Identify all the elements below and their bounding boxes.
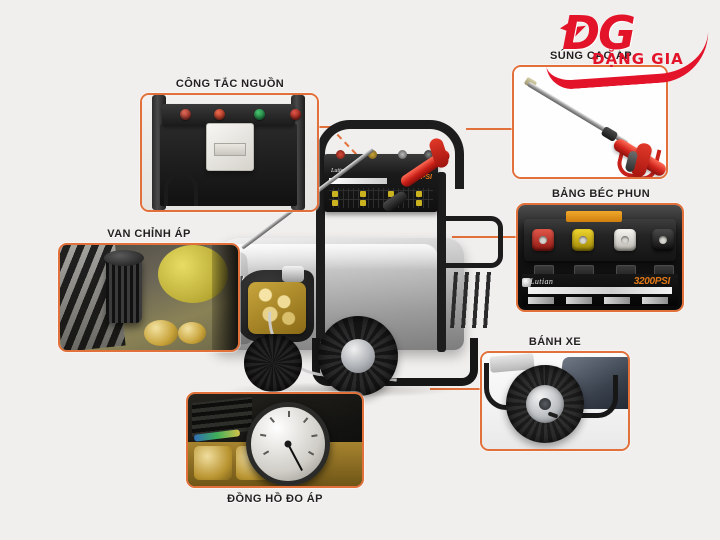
machine-frame-post-left [316, 172, 325, 342]
callout-nozzle-panel: BẢNG BÉC PHUN Lutian 3200PSI [516, 188, 686, 312]
callout-frame-power-switch [140, 93, 319, 212]
callout-frame-pressure-gauge [186, 392, 364, 488]
rv-brass-fitting-1 [144, 320, 178, 346]
callout-label-pressure-regulator: VAN CHỈNH ÁP [107, 228, 191, 240]
lutian-logo-icon [522, 278, 531, 287]
logo-subtitle-text: ĐẶNG GIA [592, 50, 684, 68]
pg-needle-hub [284, 440, 292, 448]
logo-main-text: DG [562, 6, 636, 60]
panel-spec-dot-5 [332, 200, 338, 206]
nozzle-white [614, 229, 636, 251]
panel-fitting-1 [336, 150, 345, 159]
panel-spec-dot-1 [332, 191, 338, 197]
pg-tick-3 [269, 417, 275, 423]
panel-fitting-4 [424, 150, 433, 159]
callout-label-nozzle-panel: BẢNG BÉC PHUN [551, 188, 651, 200]
nz-spec-chip-2 [566, 297, 592, 304]
panel-spec-dot-3 [388, 191, 394, 197]
callout-pressure-regulator: VAN CHỈNH ÁP [58, 228, 240, 352]
wh-frame-arm-right [569, 375, 618, 418]
machine-frame-lower [312, 338, 478, 386]
panel-spec-dot-8 [416, 200, 422, 206]
photo-nozzle-panel: Lutian 3200PSI [518, 205, 682, 310]
ps-indicator-1 [180, 109, 191, 120]
photo-wheel [482, 353, 628, 449]
panel-spec-dot-2 [360, 191, 366, 197]
wh-tire [506, 365, 584, 443]
machine-side-rail [442, 216, 503, 268]
pressure-washer-machine: Lutian 3200PSI [178, 120, 526, 420]
nz-spec-chip-3 [604, 297, 630, 304]
ps-indicator-2 [214, 109, 225, 120]
machine-brass-manifold [248, 282, 306, 334]
connector-line-spray-gun [466, 128, 518, 130]
nz-pressure-text: 3200PSI [633, 276, 671, 287]
callout-frame-pressure-regulator [58, 243, 240, 352]
callout-frame-spray-gun [512, 65, 668, 179]
callout-wheel: BÁNH XE [480, 336, 630, 451]
callout-power-switch: CÔNG TẮC NGUỒN [140, 78, 320, 212]
machine-frame-post-right [437, 172, 446, 352]
callout-label-spray-gun: SÚNG CAO ÁP [549, 50, 633, 62]
nz-brand-bar: Lutian 3200PSI [522, 274, 678, 306]
pg-tick-7 [308, 450, 315, 456]
machine-oil-cap [282, 266, 304, 282]
callout-label-power-switch: CÔNG TẮC NGUỒN [175, 78, 285, 90]
connector-line-nozzle-panel [452, 236, 516, 238]
nz-subtitle-bar-left [528, 287, 616, 294]
pg-needle [287, 443, 303, 471]
nozzle-black [652, 229, 674, 251]
brand-logo: DG ĐẶNG GIA [544, 4, 714, 91]
ps-indicator-3 [254, 109, 265, 120]
nozzle-yellow [572, 229, 594, 251]
ps-indicator-4 [290, 109, 301, 120]
nz-subtitle-bar-right [610, 287, 672, 294]
pg-gauge-dial [246, 402, 330, 486]
rv-adjust-knob [104, 250, 144, 323]
callout-frame-wheel [480, 351, 630, 451]
rv-brass-fitting-2 [178, 322, 206, 344]
photo-power-switch [142, 95, 317, 210]
nz-orange-tag [566, 211, 622, 222]
panel-fitting-2 [368, 150, 377, 159]
callout-frame-nozzle-panel: Lutian 3200PSI [516, 203, 684, 312]
machine-wheel-front [318, 316, 398, 396]
ps-cable [164, 172, 198, 206]
machine-side-vents [450, 272, 496, 328]
machine-wheel-rear [244, 334, 302, 392]
pg-tick-1 [263, 450, 270, 456]
photo-pressure-gauge [188, 394, 362, 486]
ps-switch-bar [162, 104, 301, 126]
machine-handle [316, 120, 464, 189]
callout-pressure-gauge: ĐỒNG HỒ ĐO ÁP [186, 392, 364, 505]
nozzle-red [532, 229, 554, 251]
ps-control-box [205, 123, 254, 171]
photo-pressure-regulator [60, 245, 238, 350]
callout-label-wheel: BÁNH XE [528, 336, 582, 348]
nz-spec-chip-1 [528, 297, 554, 304]
pg-tick-4 [288, 411, 290, 417]
panel-white-stripe [329, 178, 387, 184]
pg-tick-5 [302, 417, 308, 423]
nz-spec-chip-4 [642, 297, 668, 304]
callout-label-pressure-gauge: ĐỒNG HỒ ĐO ÁP [227, 493, 323, 505]
panel-spec-dot-4 [416, 191, 422, 197]
rv-dark-edge [212, 245, 238, 350]
panel-spec-grid [329, 188, 433, 208]
pg-brass-nut-left [194, 446, 232, 480]
callout-spray-gun: SÚNG CAO ÁP [512, 50, 670, 179]
panel-spec-dot-6 [360, 200, 366, 206]
wh-hub [539, 398, 551, 410]
pg-tick-6 [311, 434, 318, 437]
photo-spray-gun [514, 67, 666, 177]
connector-line-wheel [430, 388, 482, 390]
pg-tick-2 [260, 434, 267, 437]
wh-frame-arm-left [484, 363, 525, 410]
machine-wheel-rim [341, 339, 375, 373]
nz-brand-text: Lutian [522, 277, 553, 287]
panel-fitting-3 [398, 150, 407, 159]
